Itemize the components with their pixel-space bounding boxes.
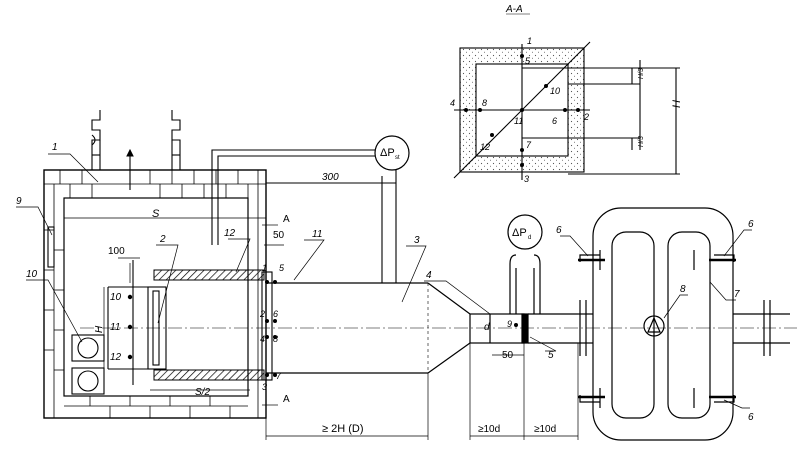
point-label: 9 <box>507 319 512 329</box>
point-label: 6 <box>273 309 278 319</box>
dp-d-sub: d <box>528 235 531 241</box>
section-point-label: 11 <box>514 116 523 126</box>
chimney <box>91 110 181 170</box>
point-label: 3 <box>262 382 267 392</box>
dim-h3-top: H/3 <box>638 68 645 79</box>
section-point-label: 3 <box>524 174 529 184</box>
dim-S2: S/2 <box>195 387 210 398</box>
dim-50a: 50 <box>273 230 285 241</box>
section-point-label: 12 <box>480 142 490 152</box>
dp-st-gauge-icon <box>374 135 410 171</box>
callout-12: 12 <box>224 228 236 239</box>
point-label: 11 <box>110 322 120 333</box>
dim-d: d <box>484 322 490 333</box>
callout-10: 10 <box>26 269 38 280</box>
section-point-label: 8 <box>482 98 487 108</box>
section-point-label: 2 <box>583 112 589 122</box>
dim-2H: ≥ 2H (D) <box>322 423 363 435</box>
callout-11: 11 <box>312 229 322 240</box>
section-view <box>453 41 680 180</box>
callout-1: 1 <box>52 142 58 153</box>
point-label: 12 <box>110 352 122 363</box>
dp-d-symbol: ΔP <box>512 227 527 239</box>
callout-3: 3 <box>414 235 420 246</box>
callout-7: 7 <box>734 289 740 300</box>
dim-h3-bot: H/3 <box>638 136 645 147</box>
duct <box>266 254 578 374</box>
callout-6: 6 <box>748 219 754 230</box>
dim-H: H <box>94 325 105 333</box>
section-point-label: 6 <box>552 116 557 126</box>
dp-st-sub: st <box>395 155 400 161</box>
callout-2: 2 <box>159 234 166 245</box>
point-label: 4 <box>260 334 265 344</box>
fan <box>578 207 790 441</box>
furnace <box>43 110 273 419</box>
callout-6: 6 <box>556 225 562 236</box>
point-label: 8 <box>273 334 278 344</box>
dim-section-H: H <box>671 100 683 108</box>
dim-10d-a: ≥10d <box>478 424 500 435</box>
section-title: A-A <box>505 4 523 15</box>
section-mark-top: A <box>283 214 290 225</box>
point-label: 7 <box>276 371 282 381</box>
dim-100: 100 <box>108 246 125 257</box>
section-point-label: 10 <box>550 86 560 96</box>
dim-10d-b: ≥10d <box>534 424 556 435</box>
section-point-label: 4 <box>450 98 455 108</box>
section-mark-bottom: A <box>283 394 290 405</box>
point-label: 5 <box>279 263 285 273</box>
callout-8: 8 <box>680 284 686 295</box>
point-label: 2 <box>259 309 265 319</box>
section-point-label: 7 <box>526 140 532 150</box>
dp-d-gauge-icon <box>507 214 543 250</box>
dim-50b: 50 <box>502 350 514 361</box>
point-label: 10 <box>110 292 122 303</box>
leader-lines <box>16 153 752 409</box>
dp-st-symbol: ΔP <box>380 147 395 159</box>
burner-port <box>71 367 105 395</box>
dim-300: 300 <box>322 172 339 183</box>
dimension-lines <box>64 217 579 440</box>
section-points <box>464 54 580 167</box>
callout-9: 9 <box>16 196 22 207</box>
callout-4: 4 <box>426 270 432 281</box>
section-point-label: 5 <box>525 56 531 66</box>
brick-pattern <box>44 170 266 418</box>
callout-6: 6 <box>748 412 754 423</box>
section-point-label: 1 <box>527 36 532 46</box>
measurement-points <box>127 280 518 377</box>
point-label: 1 <box>262 263 267 273</box>
dim-S: S <box>152 208 160 220</box>
burner-port <box>71 334 105 362</box>
callout-5: 5 <box>548 350 554 361</box>
